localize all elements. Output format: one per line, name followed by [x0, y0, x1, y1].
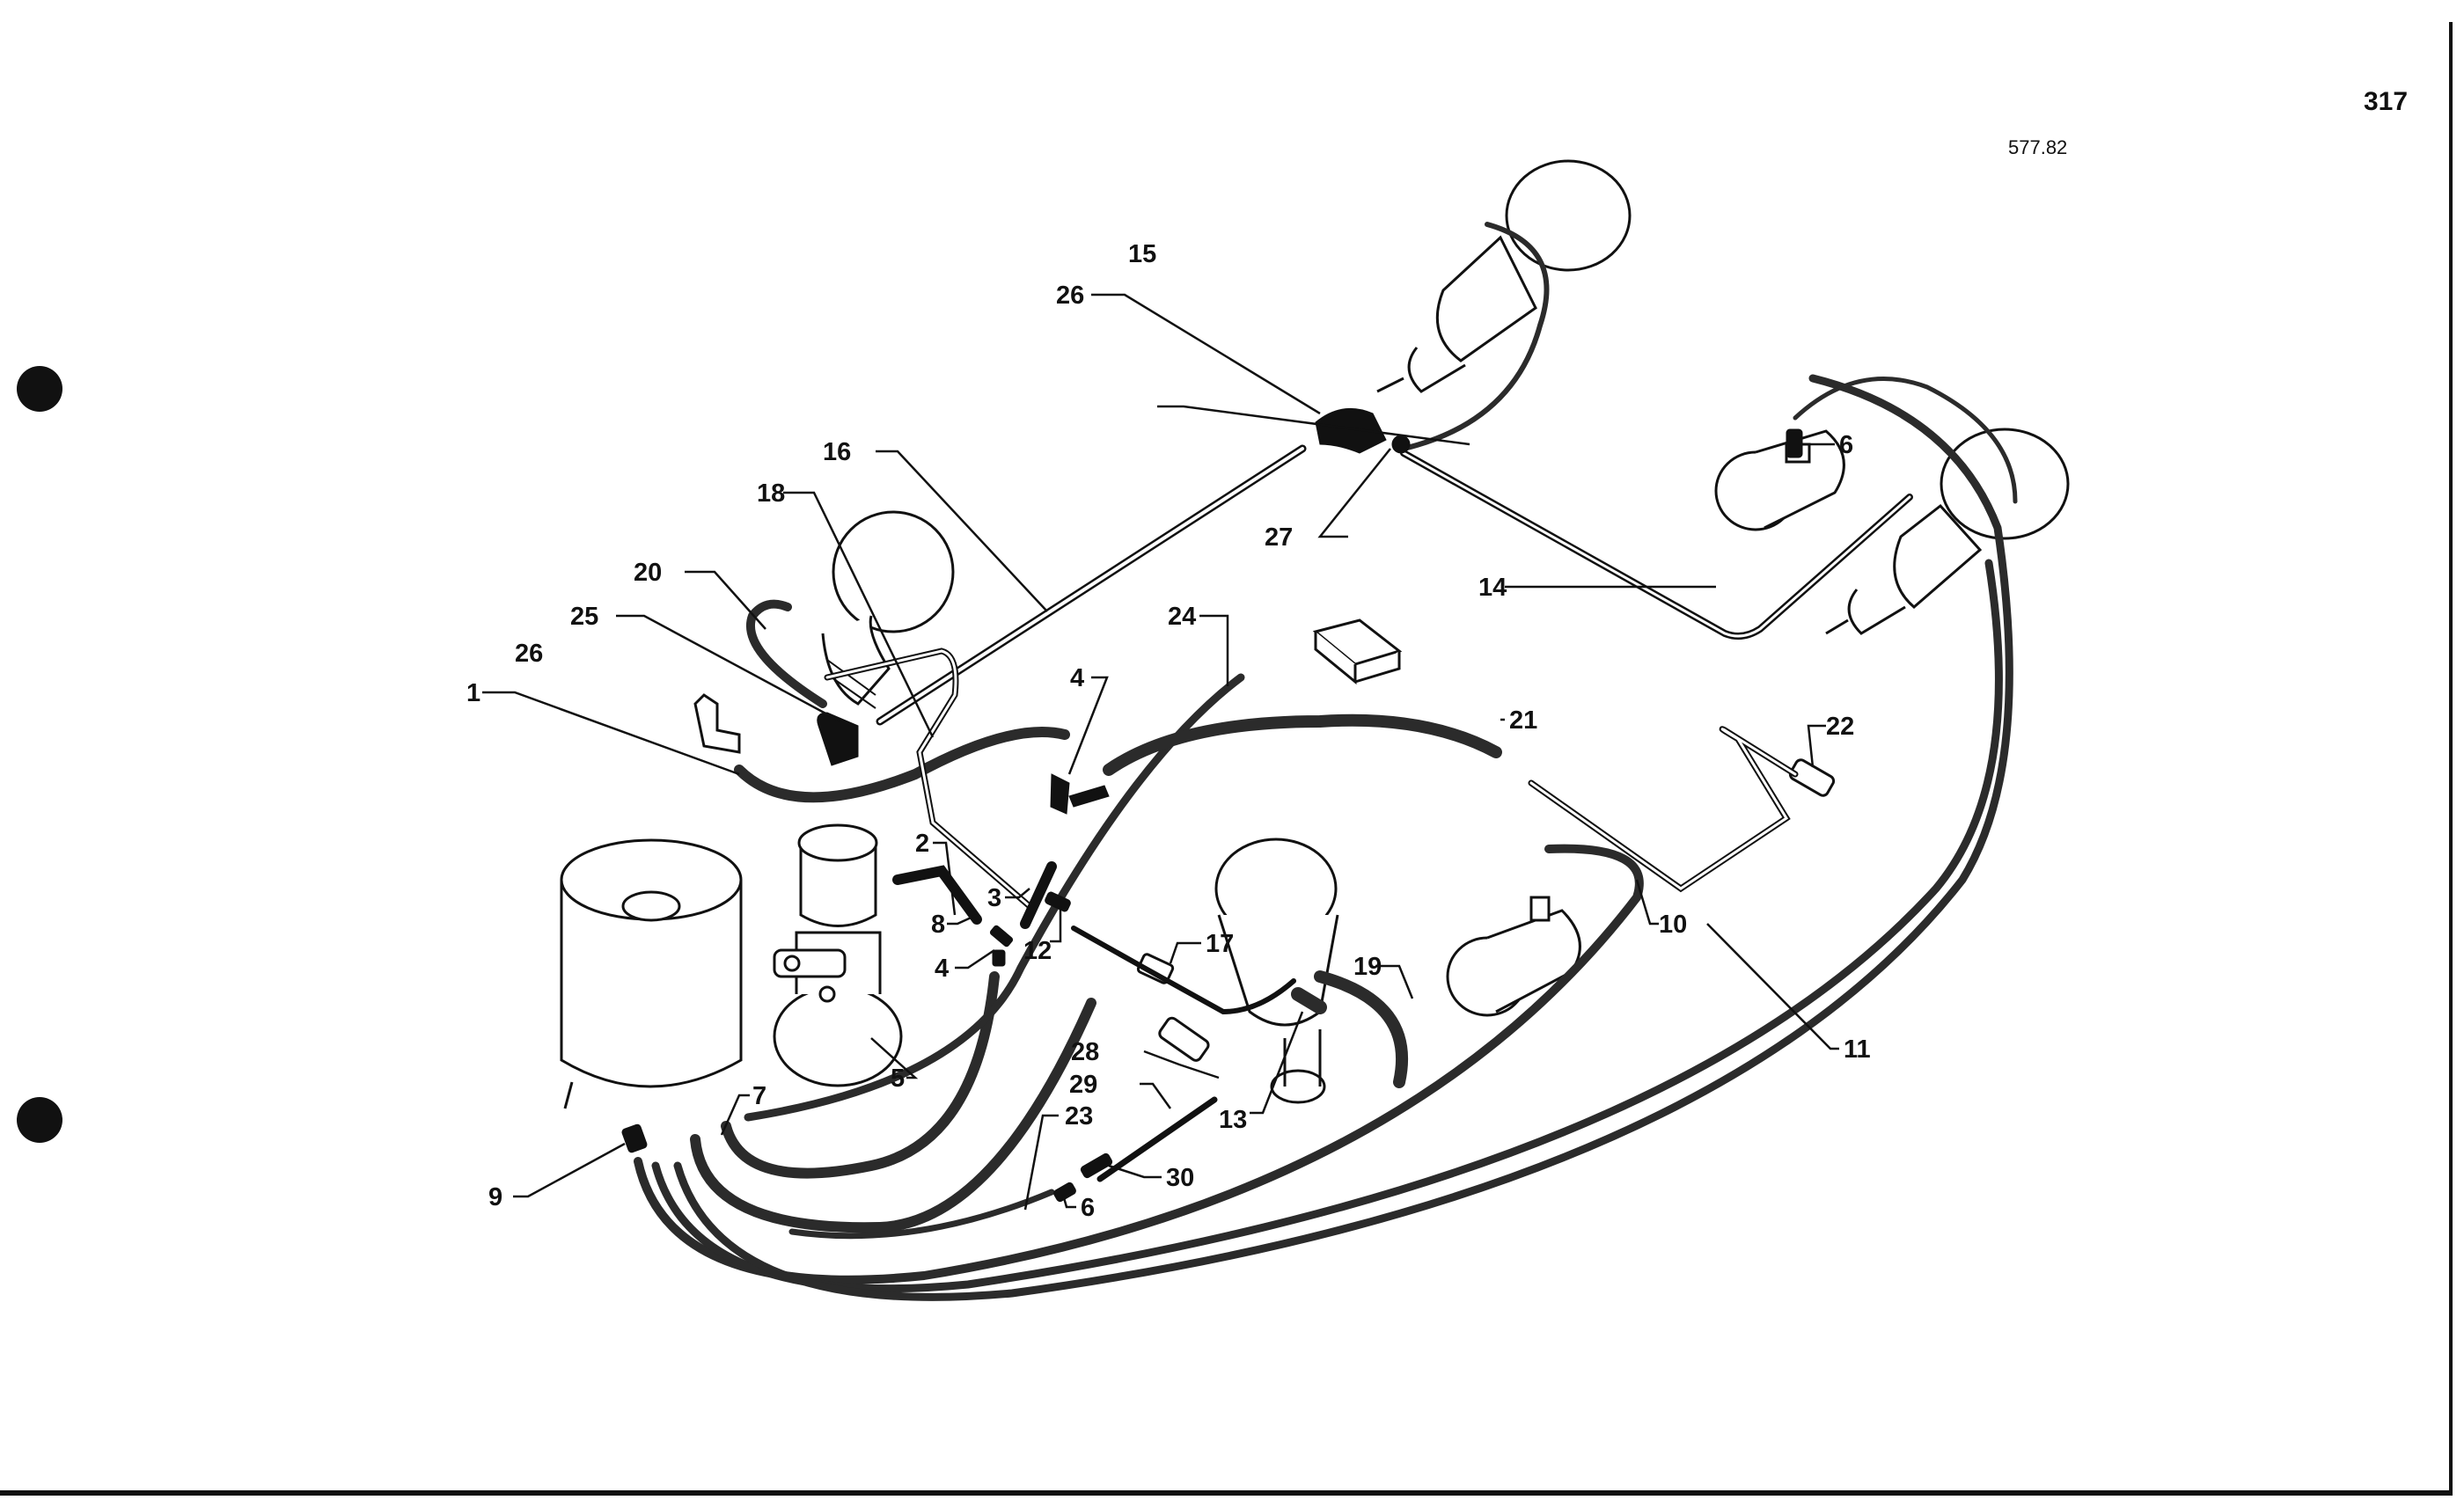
callout-2: 2	[915, 830, 929, 858]
callout-22: 22	[1826, 713, 1854, 741]
callout-30: 30	[1166, 1164, 1194, 1192]
callout-25: 25	[570, 603, 598, 631]
connector-6-top	[1786, 428, 1803, 458]
hose-7	[690, 998, 1096, 1233]
leader-lines	[482, 293, 1839, 1211]
callout-26-top: 26	[1056, 282, 1084, 310]
union-27	[1391, 435, 1411, 454]
callout-10: 10	[1659, 911, 1687, 939]
pipe-22	[1528, 726, 1799, 893]
brake-cylinder-left	[1446, 896, 1581, 1017]
pipe-17	[1071, 926, 1296, 1015]
connector-6-bottom	[1053, 1182, 1076, 1203]
callout-11: 11	[1844, 1035, 1871, 1064]
pipe-14-inner	[1402, 451, 1911, 638]
union-fitting-22	[1788, 758, 1836, 797]
pipe-3	[1020, 861, 1057, 929]
callout-26-left: 26	[515, 640, 543, 668]
reference-code: 577.82	[2008, 136, 2067, 158]
hose-20	[745, 599, 827, 708]
pipe-16-inner	[878, 447, 1304, 723]
cross-fitting-4	[1050, 773, 1110, 815]
tee-30	[1080, 1152, 1113, 1179]
sphere-front-right	[1376, 159, 1632, 393]
pump-accumulator	[773, 823, 903, 1087]
sphere-rear-right	[1825, 428, 2070, 635]
callout-21: 21	[1509, 706, 1537, 735]
hose-5	[721, 971, 1000, 1179]
reservoir-tank	[560, 838, 743, 1109]
callout-20: 20	[634, 559, 662, 587]
valve-28	[1158, 1016, 1210, 1062]
connector-9	[621, 1123, 648, 1153]
sphere-front-left	[821, 510, 955, 709]
callout-6-bottom: 6	[1081, 1194, 1095, 1222]
bracket-1	[693, 693, 741, 754]
callout-23: 23	[1065, 1102, 1093, 1130]
elbow-26-top	[1315, 407, 1387, 454]
pipe-2	[892, 865, 982, 925]
page-number: 317	[2364, 87, 2408, 116]
callout-24: 24	[1168, 603, 1196, 631]
pipe-29	[1096, 1096, 1218, 1182]
hose-15	[1401, 222, 1550, 451]
callout-4-upper: 4	[1070, 664, 1084, 692]
callout-27: 27	[1265, 523, 1293, 552]
callout-3: 3	[987, 884, 1001, 912]
hose-1	[734, 727, 1070, 803]
callout-17: 17	[1206, 930, 1234, 958]
callout-19: 19	[1353, 953, 1382, 981]
hose-19	[1314, 970, 1409, 1088]
hose-rear-right	[1793, 377, 2018, 504]
hose-13	[1291, 987, 1327, 1014]
binder-hole-top	[17, 366, 62, 412]
callout-14: 14	[1478, 574, 1507, 602]
callout-15: 15	[1128, 240, 1156, 268]
connector-4-lower	[992, 949, 1006, 967]
callout-5: 5	[891, 1065, 905, 1093]
pipe-22-inner	[1529, 728, 1797, 890]
hose-23	[788, 1189, 1055, 1240]
callout-13: 13	[1219, 1106, 1247, 1134]
binder-hole-bottom	[17, 1097, 62, 1143]
callout-28: 28	[1071, 1038, 1099, 1066]
callout-1: 1	[466, 679, 480, 707]
pressure-switch-box	[1312, 618, 1403, 685]
hose-long-outer	[673, 374, 2013, 1301]
callout-4-lower: 4	[935, 955, 949, 983]
callout-7: 7	[752, 1082, 766, 1110]
brake-cylinder-right	[1714, 429, 1845, 531]
hose-21	[1103, 713, 1502, 776]
t-connector-17	[1136, 953, 1175, 984]
callout-16: 16	[823, 438, 851, 466]
callout-29: 29	[1069, 1071, 1097, 1099]
callout-6-top: 6	[1839, 431, 1853, 459]
callout-18: 18	[757, 479, 785, 508]
connector-8	[989, 925, 1014, 948]
connector-12	[1045, 891, 1071, 912]
callout-9: 9	[488, 1183, 502, 1211]
hose-10	[634, 844, 1644, 1284]
elbow-26-left	[817, 712, 859, 766]
callout-12: 12	[1023, 937, 1052, 965]
callout-8: 8	[931, 911, 945, 939]
